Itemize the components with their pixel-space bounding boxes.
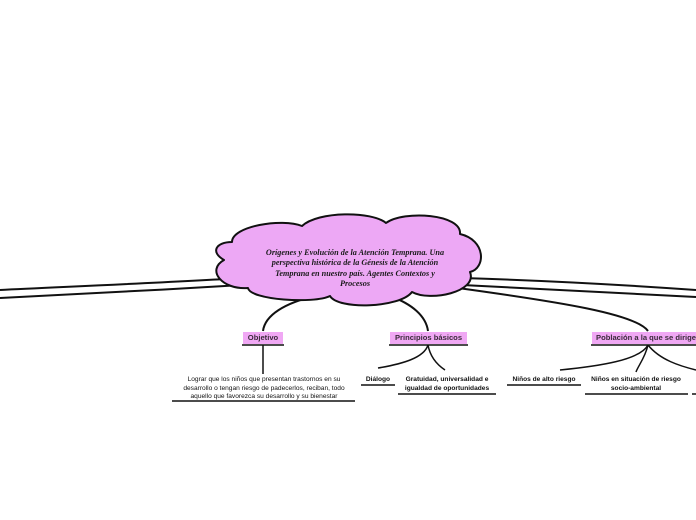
connector-left-upper	[0, 277, 243, 291]
connector-alto-riesgo	[559, 344, 649, 371]
connector-gratuidad	[427, 344, 446, 371]
connector-right-upper	[461, 277, 696, 291]
connector-dialogo	[377, 344, 429, 369]
connector-objetivo	[262, 295, 316, 332]
subtopic-alto-riesgo[interactable]: Niños de alto riesgo	[512, 376, 576, 383]
connector-poblacion	[457, 287, 649, 332]
subtopic-objetivo-detail[interactable]: Lograr que los niños que presentan trast…	[183, 376, 345, 401]
connector-poblacion-third	[647, 344, 696, 371]
central-cloud-shape	[215, 213, 482, 307]
topic-principios-basicos[interactable]: Principios básicos	[390, 332, 467, 344]
central-topic[interactable]: Orígenes y Evolución de la Atención Temp…	[265, 248, 445, 289]
topic-poblacion[interactable]: Población a la que se dirige	[592, 332, 696, 344]
subtopic-dialogo[interactable]: Diálogo	[365, 376, 391, 383]
subtopic-socioambiental[interactable]: Niños en situación de riesgo socio-ambie…	[591, 376, 681, 392]
connector-socioambiental	[635, 344, 649, 373]
topic-objetivo[interactable]: Objetivo	[243, 332, 283, 344]
connector-right-lower	[461, 284, 696, 298]
subtopic-gratuidad[interactable]: Gratuidad, universalidad e igualdad de o…	[404, 376, 490, 392]
connector-left-lower	[0, 284, 243, 299]
